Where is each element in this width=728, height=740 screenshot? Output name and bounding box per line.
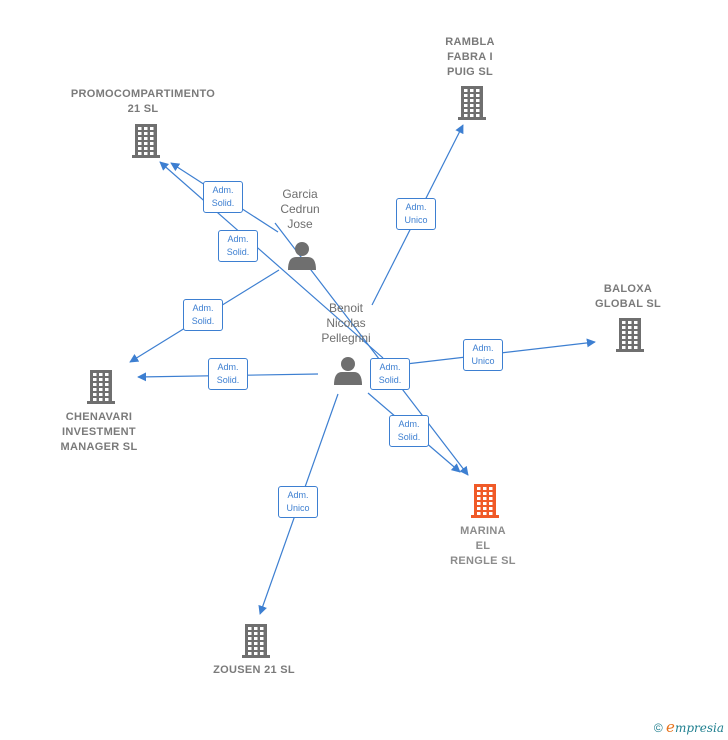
company-label-rambla[interactable]: RAMBLA FABRA I PUIG SL — [445, 35, 495, 78]
edge-label-benoit-marina[interactable]: Adm. Solid. — [370, 358, 410, 390]
building-icon — [242, 624, 270, 658]
edge-label-garcia-chenavari[interactable]: Adm. Solid. — [183, 299, 223, 331]
company-label-marina[interactable]: MARINA EL RENGLE SL — [450, 524, 516, 567]
person-label-benoit[interactable]: Benoit Nicolas Pellegrini — [321, 300, 371, 345]
edge-label-garcia-promo[interactable]: Adm. Solid. — [203, 181, 243, 213]
edge-label-garcia-marina[interactable]: Adm. Solid. — [389, 415, 429, 447]
building-icon — [458, 86, 486, 120]
company-label-zousen[interactable]: ZOUSEN 21 SL — [213, 663, 295, 676]
company-label-promo[interactable]: PROMOCOMPARTIMENTO 21 SL — [70, 88, 216, 115]
edge-label-benoit-chenavari[interactable]: Adm. Solid. — [208, 358, 248, 390]
person-icon — [288, 242, 316, 270]
empresia-logo: © empresia — [654, 718, 724, 736]
person-icon — [334, 357, 362, 385]
building-icon — [471, 484, 499, 518]
copyright-symbol: © — [653, 721, 663, 735]
building-icon — [132, 124, 160, 158]
edge-benoit-promo — [159, 161, 384, 359]
edge-label-benoit-zousen[interactable]: Adm. Unico — [278, 486, 318, 518]
edge-label-benoit-rambla[interactable]: Adm. Unico — [396, 198, 436, 230]
nodes-layer — [87, 86, 644, 658]
company-label-chenavari[interactable]: CHENAVARI INVESTMENT MANAGER SL — [60, 410, 138, 453]
company-label-baloxa[interactable]: BALOXA GLOBAL SL — [594, 283, 662, 310]
building-icon — [616, 318, 644, 352]
person-label-garcia[interactable]: Garcia Cedrun Jose — [280, 186, 320, 231]
edge-label-benoit-promo[interactable]: Adm. Solid. — [218, 230, 258, 262]
brand-rest: mpresia — [674, 721, 724, 735]
edge-label-benoit-baloxa[interactable]: Adm. Unico — [463, 339, 503, 371]
building-icon — [87, 370, 115, 404]
brand-first-letter: e — [666, 718, 675, 736]
